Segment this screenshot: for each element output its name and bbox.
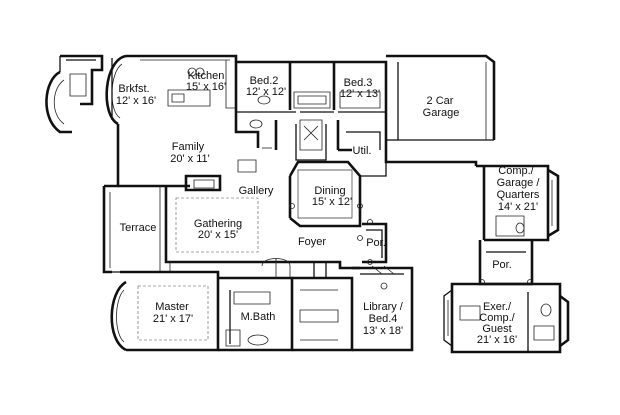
comp-garage-quarters <box>476 164 560 242</box>
porch-label-2: Por. <box>492 259 512 271</box>
library-size: 13' x 18' <box>363 325 403 337</box>
kitchen-size: 15' x 16' <box>186 81 226 93</box>
closet-block <box>292 262 354 352</box>
garage-label: 2 Car <box>427 95 454 107</box>
bedrooms-wing <box>234 60 388 161</box>
bed2-size: 12' x 12' <box>246 86 286 98</box>
bed3-label: Bed.3 <box>344 77 373 89</box>
gathering-block <box>164 186 270 272</box>
garage-label-2: Garage <box>423 107 460 119</box>
master-size: 21' x 17' <box>153 313 193 325</box>
brkfst-size: 12' x 16' <box>116 95 156 107</box>
exer-label-1: Exer./ <box>483 301 512 313</box>
gathering-size: 20' x 15' <box>198 229 238 241</box>
comp-garage-label-3: Quarters <box>497 189 540 201</box>
bed3-size: 12' x 13' <box>340 88 380 100</box>
mbath-label: M.Bath <box>241 311 276 323</box>
exer-guest-block <box>443 282 570 354</box>
dining-label: Dining <box>314 185 345 197</box>
garage-block <box>384 54 496 166</box>
master-suite <box>110 258 294 352</box>
exer-label-3: Guest <box>482 323 511 335</box>
foyer-porch <box>270 219 388 270</box>
family-label: Family <box>172 141 205 153</box>
kitchen-breakfast-block <box>105 54 238 126</box>
dining-size: 15' x 12' <box>312 196 352 208</box>
kitchen-label: Kitchen <box>188 70 225 82</box>
comp-garage-label-1: Comp./ <box>498 165 534 177</box>
gathering-label: Gathering <box>194 218 242 230</box>
gallery-label: Gallery <box>239 185 274 197</box>
left-bay-tower <box>45 54 104 134</box>
util-label: Util. <box>353 145 372 157</box>
exer-label-2: Comp./ <box>479 312 515 324</box>
bed2-label: Bed.2 <box>250 75 279 87</box>
brkfst-label: Brkfst. <box>118 83 149 95</box>
terrace-label: Terrace <box>120 222 157 234</box>
library-label-1: Library / <box>363 301 404 313</box>
family-size: 20' x 11' <box>170 153 209 165</box>
comp-garage-label-2: Garage / <box>497 177 541 189</box>
exer-size: 21' x 16' <box>477 334 517 346</box>
foyer-label: Foyer <box>298 236 326 248</box>
library-bed4 <box>352 265 414 352</box>
library-label-2: Bed.4 <box>369 313 398 325</box>
comp-garage-size: 14' x 21' <box>498 201 538 213</box>
porch-label-1: Por. <box>366 237 386 249</box>
master-label: Master <box>155 301 189 313</box>
